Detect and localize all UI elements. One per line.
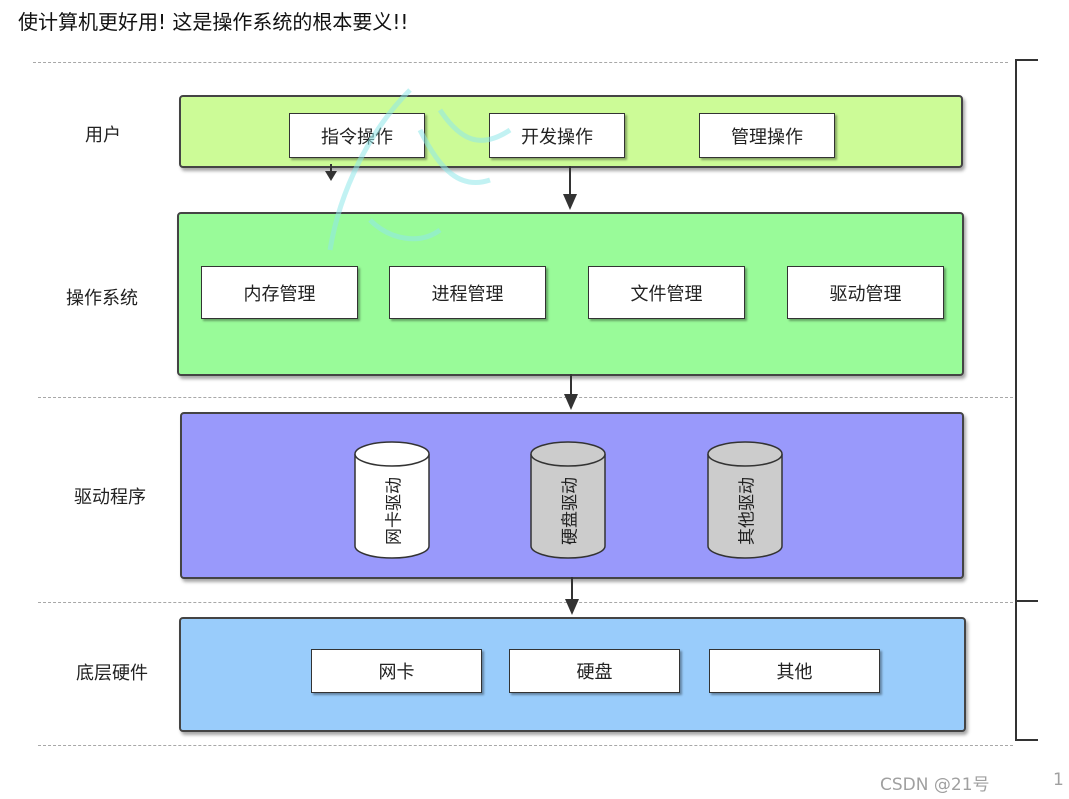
row-label-hardware: 底层硬件 [76, 663, 148, 684]
arrow-drivers-to-hardware [565, 577, 579, 615]
cylinder-nic-driver-label: 网卡驱动 [384, 476, 405, 545]
arrow-small-user [325, 164, 337, 181]
footer-brand: CSDN @21号 [880, 775, 990, 795]
cylinder-other-driver: 其他驱动 [706, 440, 784, 562]
os-box-driver: 驱动管理 [787, 266, 944, 319]
hardware-box-nic: 网卡 [311, 649, 482, 693]
os-box-file: 文件管理 [588, 266, 745, 319]
hardware-box-other: 其他 [709, 649, 880, 693]
user-box-command: 指令操作 [289, 113, 425, 158]
separator-drivers-hardware [38, 602, 1013, 603]
os-box-memory: 内存管理 [201, 266, 358, 319]
user-box-manage: 管理操作 [699, 113, 835, 158]
arrow-user-to-os [563, 166, 577, 210]
footer-page: 1 [1053, 770, 1064, 790]
cylinder-nic-driver: 网卡驱动 [353, 440, 431, 562]
cylinder-disk-driver: 硬盘驱动 [529, 440, 607, 562]
cylinder-nic-driver-shape [354, 441, 430, 559]
cylinder-disk-driver-label: 硬盘驱动 [560, 476, 581, 545]
separator-top [33, 62, 1008, 63]
header-text: 使计算机更好用! 这是操作系统的根本要义!! [18, 10, 409, 34]
cylinder-other-driver-shape [707, 441, 783, 559]
row-label-drivers: 驱动程序 [74, 487, 146, 508]
row-label-user: 用户 [85, 125, 121, 146]
separator-bottom [38, 745, 1013, 746]
arrow-os-to-drivers [564, 374, 578, 410]
cylinder-disk-driver-shape [530, 441, 606, 559]
hardware-box-disk: 硬盘 [509, 649, 680, 693]
cylinder-other-driver-label: 其他驱动 [737, 476, 758, 545]
right-bracket [1015, 59, 1038, 741]
os-box-process: 进程管理 [389, 266, 546, 319]
watermark-graphic [327, 88, 512, 251]
user-box-develop: 开发操作 [489, 113, 625, 158]
row-label-os: 操作系统 [66, 288, 138, 309]
separator-os-drivers [38, 397, 1013, 398]
